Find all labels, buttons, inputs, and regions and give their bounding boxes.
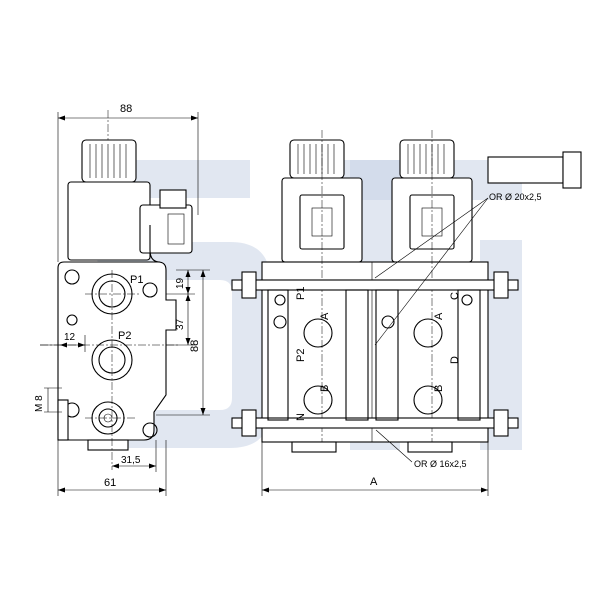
dim-a: A [370, 476, 378, 488]
oring-top-callout: OR Ø 20x2,5 [489, 192, 542, 202]
port-c: C [449, 292, 461, 300]
port-b-right: B [433, 385, 445, 392]
knurl-lines [89, 144, 127, 178]
port-a-left: A [319, 312, 331, 320]
port-p1-side: P1 [130, 274, 143, 286]
dim-88-top: 88 [120, 103, 132, 115]
port-d: D [449, 356, 461, 364]
dim-12: 12 [64, 332, 76, 343]
dim-31-5: 31,5 [121, 455, 141, 466]
front-view [231, 130, 582, 496]
dim-88-side: 88 [189, 340, 201, 352]
port-a-right: A [433, 312, 445, 320]
dim-19: 19 [175, 277, 186, 289]
dim-61: 61 [104, 477, 116, 489]
port-p2-front: P2 [295, 349, 307, 362]
dim-m8: M 8 [34, 395, 45, 412]
port-p2-side: P2 [118, 330, 131, 342]
port-n-front: N [295, 413, 307, 421]
port-b-left: B [319, 385, 331, 392]
oring-bottom-callout: OR Ø 16x2,5 [414, 459, 467, 469]
dim-37: 37 [175, 318, 186, 330]
side-view [40, 110, 210, 496]
port-p1-front: P1 [295, 287, 307, 300]
